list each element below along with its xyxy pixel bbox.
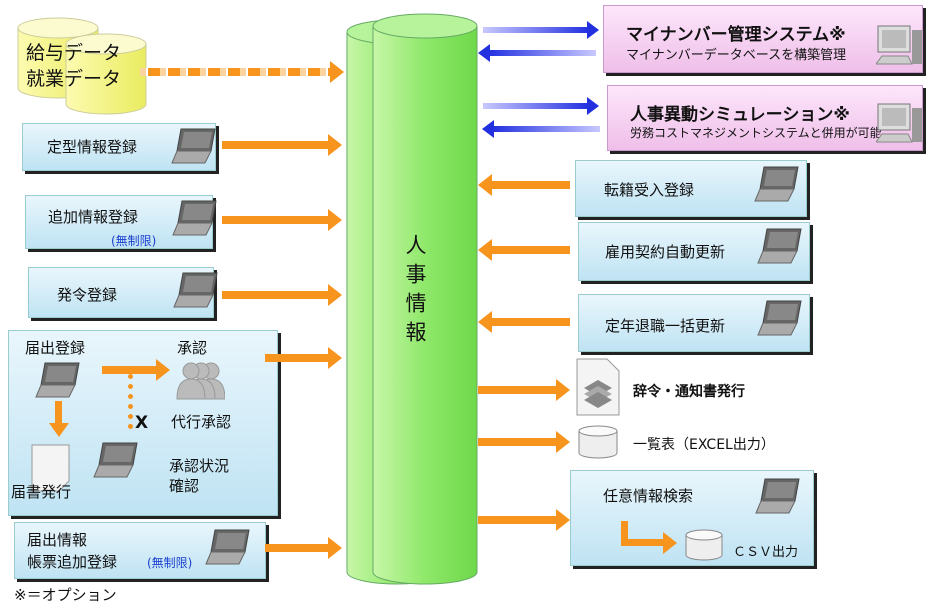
database-icon: [685, 529, 723, 561]
hr-simulation-box[interactable]: 人事異動シミュレーション※ 労務コストマネジメントシステムと併用が可能: [607, 85, 923, 151]
mynumber-title: マイナンバー管理システム※: [626, 25, 846, 45]
retirement-update-box[interactable]: 定年退職一括更新: [578, 294, 810, 352]
submit-label: 届出登録: [25, 339, 86, 357]
arrow: [621, 521, 628, 545]
laptop-icon: [205, 528, 253, 566]
documents-stack-icon: [576, 358, 620, 416]
unlimited-note: (無制限): [147, 556, 193, 570]
arrow: [621, 532, 677, 554]
arrow: [265, 347, 342, 369]
transfer-registration-box[interactable]: 転籍受入登録: [575, 160, 807, 217]
sim-title: 人事異動シミュレーション※: [630, 105, 850, 125]
status-check-label: 承認状況確認: [169, 456, 229, 496]
arrow-down: [55, 401, 62, 425]
arrow: [478, 311, 570, 333]
arrow: [222, 284, 342, 306]
contract-renewal-box[interactable]: 雇用契約自動更新: [578, 222, 810, 281]
search-label: 任意情報検索: [603, 487, 694, 505]
search-box[interactable]: 任意情報検索 ＣＳＶ出力: [570, 470, 814, 566]
arrow: [478, 509, 570, 531]
arrow: [478, 431, 570, 453]
blue-arrow-right: [483, 97, 599, 115]
laptop-icon: [757, 299, 805, 337]
status1: 承認状況: [169, 457, 230, 475]
salary-data-label: 給与データ: [26, 42, 122, 64]
arrow: [478, 379, 570, 401]
laptop-icon: [93, 441, 141, 479]
retire-label: 定年退職一括更新: [605, 317, 726, 335]
arrow: [222, 134, 342, 156]
unlimited-note: (無制限): [111, 234, 157, 248]
issue-label: 届書発行: [11, 483, 72, 501]
arrow-head: [49, 423, 69, 437]
x-mark: X: [135, 413, 149, 433]
proxy-approve-label: 代行承認: [171, 413, 232, 431]
arrow: [478, 174, 570, 196]
renew-label: 雇用契約自動更新: [605, 243, 726, 261]
desktop-computer-icon: [875, 102, 924, 143]
laptop-icon: [35, 361, 83, 399]
hr-info-label: 人事情報: [403, 234, 427, 350]
notice-label: 辞令・通知書発行: [633, 384, 745, 400]
form1-label: 届出情報: [27, 531, 88, 549]
mynumber-system-box[interactable]: マイナンバー管理システム※ マイナンバーデータベースを構築管理: [603, 5, 923, 73]
fixed-info-label: 定型情報登録: [47, 138, 138, 156]
status2: 確認: [169, 477, 200, 495]
dotted-arrow: [128, 374, 137, 429]
form-addition-box[interactable]: 届出情報 帳票追加登録 (無制限): [14, 522, 266, 579]
laptop-icon: [173, 271, 221, 309]
approve-label: 承認: [177, 339, 208, 357]
document-icon: [31, 444, 70, 492]
arrow: [222, 209, 342, 231]
arrow-to-approve: [102, 359, 170, 381]
additional-info-registration-box[interactable]: 追加情報登録 (無制限): [25, 195, 217, 249]
workflow-box: 届出登録 X 承認 代行承認 届書発行 承認状況確認: [8, 330, 278, 516]
transfer-label: 転籍受入登録: [604, 181, 695, 199]
blue-arrow-right: [483, 21, 599, 39]
desktop-computer-icon: [875, 24, 924, 65]
approvers-icon: [176, 362, 225, 400]
list-excel-label: 一覧表（EXCEL出力）: [633, 437, 775, 453]
data-cylinders-icon: [17, 17, 147, 115]
laptop-icon: [755, 477, 803, 515]
laptop-icon: [757, 227, 805, 265]
order-label: 発令登録: [57, 286, 118, 304]
form2-label: 帳票追加登録: [27, 553, 118, 571]
blue-arrow-left: [478, 44, 596, 62]
blue-arrow-left: [482, 120, 600, 138]
arrow: [478, 239, 570, 261]
sim-sub: 労務コストマネジメントシステムと併用が可能: [630, 126, 882, 140]
laptop-icon: [172, 199, 220, 237]
arrow-data-to-center: [140, 61, 344, 83]
order-registration-box[interactable]: 発令登録: [28, 267, 218, 318]
csv-label: ＣＳＶ出力: [733, 545, 799, 560]
fixed-info-registration-box[interactable]: 定型情報登録: [22, 123, 216, 171]
arrow: [265, 537, 342, 559]
database-icon: [578, 425, 618, 459]
work-data-label: 就業データ: [26, 68, 122, 90]
footnote: ※＝オプション: [14, 586, 117, 604]
hr-database-cylinder-icon: [346, 13, 478, 585]
laptop-icon: [171, 127, 219, 165]
mynumber-sub: マイナンバーデータベースを構築管理: [626, 48, 847, 63]
additional-info-label: 追加情報登録: [48, 208, 139, 226]
laptop-icon: [754, 165, 802, 203]
